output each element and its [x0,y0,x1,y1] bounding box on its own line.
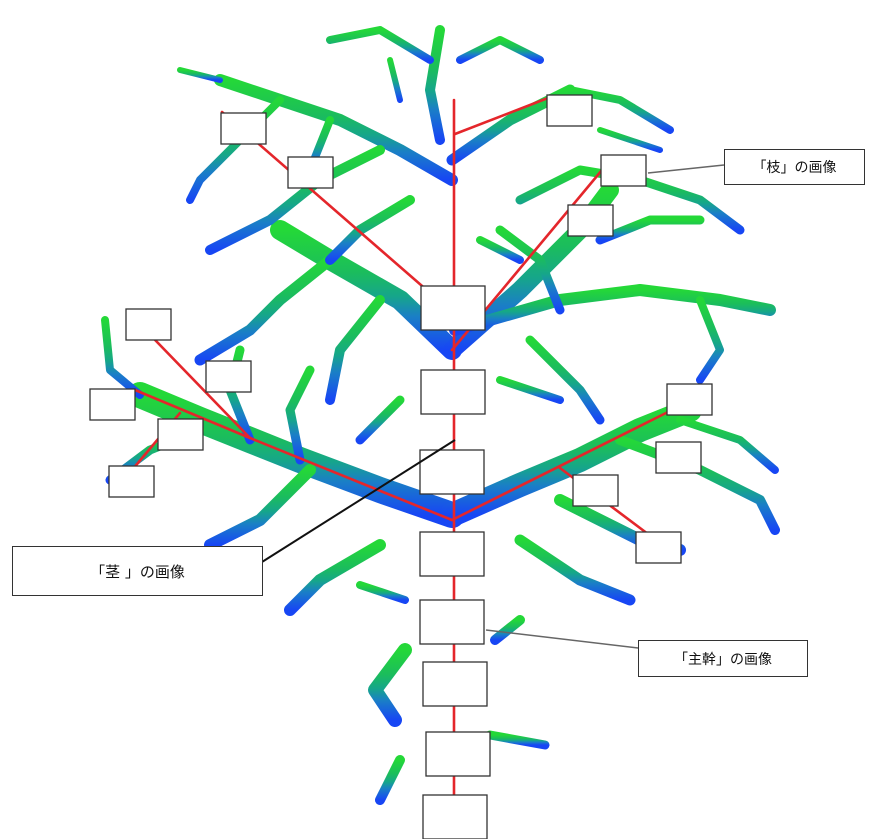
branch-box-ll-2 [206,361,251,392]
branch-box-lr-3 [573,475,618,506]
branch-box-ur-3 [568,205,613,236]
trunk-box-4 [420,532,484,576]
trunk-box-7 [426,732,490,776]
trunk-box-5 [420,600,484,644]
branch-box-ll-4 [158,419,203,450]
branch-box-ll-5 [109,466,154,497]
trunk-callout-leader [486,630,638,648]
trunk-box-8 [423,795,487,839]
branch-box-ur-1 [547,95,592,126]
branch-callout-leader [648,165,724,173]
trunk-callout-label: 「主幹」の画像 [638,640,808,677]
branch-callout-label: 「枝」の画像 [724,149,865,185]
branch-box-ul-2 [288,157,333,188]
branch-box-ll-1 [126,309,171,340]
branch-box-lr-4 [636,532,681,563]
stem-callout-label: 「茎 」の画像 [12,546,263,596]
tree-silhouette [105,30,775,839]
branch-box-ul-1 [221,113,266,144]
branch-box-ur-2 [601,155,646,186]
branch-box-lr-1 [667,384,712,415]
trunk-box-1 [421,286,485,330]
trunk-box-2 [421,370,485,414]
trunk-box-6 [423,662,487,706]
branch-box-lr-2 [656,442,701,473]
branch-box-ll-3 [90,389,135,420]
